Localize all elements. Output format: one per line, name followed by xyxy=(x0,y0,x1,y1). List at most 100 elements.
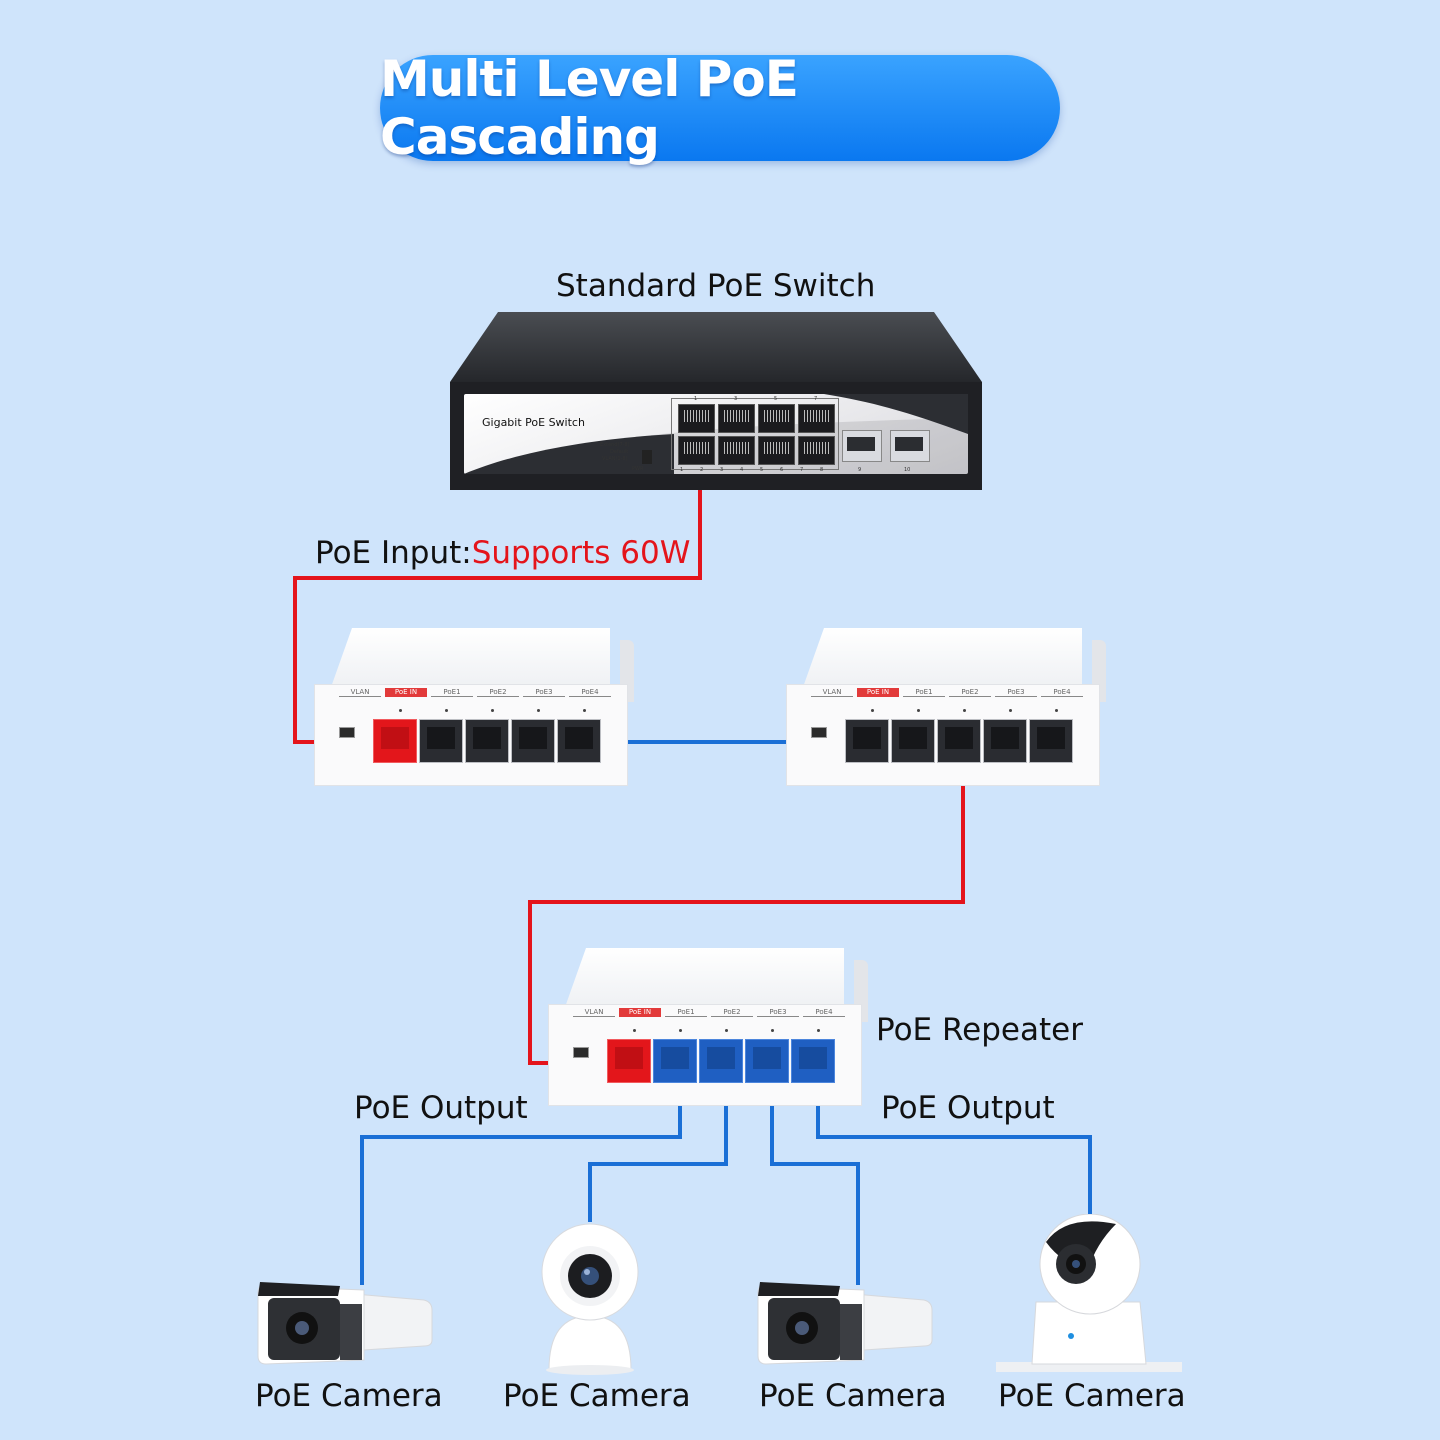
uplink-port-9[interactable] xyxy=(842,430,882,462)
poe-in-port[interactable] xyxy=(845,719,889,763)
poe3-port[interactable] xyxy=(983,719,1027,763)
label-poe2: PoE2 xyxy=(711,1008,753,1017)
poe-input-highlight: Supports 60W xyxy=(471,535,691,571)
poe1-port[interactable] xyxy=(653,1039,697,1083)
switch-label: Standard PoE Switch xyxy=(556,268,876,304)
label-vlan: VLAN xyxy=(339,688,381,697)
dome-camera-icon xyxy=(541,1223,639,1375)
led xyxy=(537,709,540,712)
led xyxy=(1009,709,1012,712)
bullet-camera-icon xyxy=(757,1282,933,1365)
repeater-port-labels: VLAN PoE IN PoE1 PoE2 PoE3 PoE4 xyxy=(339,688,611,697)
dip-label-extend: Extend(7-8) xyxy=(600,442,630,448)
switch-front: Gigabit PoE Switch Extend(7-8) Default V… xyxy=(450,382,982,490)
label-poe1: PoE1 xyxy=(903,688,945,697)
led xyxy=(771,1029,774,1032)
led xyxy=(583,709,586,712)
port-num-4: 4 xyxy=(740,467,744,473)
port-num-top-7: 7 xyxy=(814,396,818,402)
switch-port-2[interactable] xyxy=(678,436,715,465)
led xyxy=(817,1029,820,1032)
repeater-port-labels: VLAN PoE IN PoE1 PoE2 PoE3 PoE4 xyxy=(573,1008,845,1017)
label-poe4: PoE4 xyxy=(569,688,611,697)
repeater-front: VLAN PoE IN PoE1 PoE2 PoE3 PoE4 xyxy=(548,1004,862,1106)
poe-output-label-right: PoE Output xyxy=(881,1090,1055,1126)
poe-input-label: PoE Input:Supports 60W xyxy=(315,535,690,571)
port-frame xyxy=(671,398,839,470)
camera-label-3: PoE Camera xyxy=(759,1378,947,1414)
poe2-port[interactable] xyxy=(465,719,509,763)
standard-poe-switch: Gigabit PoE Switch Extend(7-8) Default V… xyxy=(450,312,982,490)
label-poe4: PoE4 xyxy=(1041,688,1083,697)
repeater-port-labels: VLAN PoE IN PoE1 PoE2 PoE3 PoE4 xyxy=(811,688,1083,697)
dip-label-vlan: VLAN(1-8) xyxy=(602,456,628,462)
vlan-switch[interactable] xyxy=(811,727,827,738)
repeater-top xyxy=(802,628,1082,690)
camera-label-4: PoE Camera xyxy=(998,1378,1186,1414)
poe-in-port[interactable] xyxy=(607,1039,651,1083)
uplink-num-10: 10 xyxy=(904,467,911,473)
port-num-top-5: 5 xyxy=(774,396,778,402)
switch-brand: Gigabit PoE Switch xyxy=(482,416,585,429)
led xyxy=(725,1029,728,1032)
poe4-port[interactable] xyxy=(791,1039,835,1083)
poe4-port[interactable] xyxy=(557,719,601,763)
switch-port-1[interactable] xyxy=(678,404,715,433)
page-title: Multi Level PoE Cascading xyxy=(380,50,799,166)
title-banner: Multi Level PoE Cascading xyxy=(380,50,1060,166)
repeater-top xyxy=(330,628,610,690)
led xyxy=(1055,709,1058,712)
switch-top xyxy=(450,312,982,382)
led xyxy=(491,709,494,712)
port-num-5: 5 xyxy=(760,467,764,473)
poe4-port[interactable] xyxy=(1029,719,1073,763)
label-poe-in: PoE IN xyxy=(385,688,427,697)
led xyxy=(963,709,966,712)
poe-output-label-left: PoE Output xyxy=(354,1090,528,1126)
label-poe4: PoE4 xyxy=(803,1008,845,1017)
bullet-camera-icon xyxy=(257,1282,433,1365)
port-num-1: 1 xyxy=(680,467,684,473)
label-vlan: VLAN xyxy=(811,688,853,697)
switch-port-3[interactable] xyxy=(718,404,755,433)
led xyxy=(679,1029,682,1032)
led xyxy=(917,709,920,712)
switch-port-6[interactable] xyxy=(758,436,795,465)
label-poe3: PoE3 xyxy=(995,688,1037,697)
switch-port-7[interactable] xyxy=(798,404,835,433)
output-line-4 xyxy=(816,1086,1092,1218)
uplink-port-10[interactable] xyxy=(890,430,930,462)
port-num-7: 7 xyxy=(800,467,804,473)
dip-label-default: Default xyxy=(610,449,629,455)
port-num-2: 2 xyxy=(700,467,704,473)
switch-panel: Gigabit PoE Switch Extend(7-8) Default V… xyxy=(464,394,968,474)
vlan-switch[interactable] xyxy=(573,1047,589,1058)
poe-repeater-2: VLAN PoE IN PoE1 PoE2 PoE3 PoE4 xyxy=(786,628,1106,786)
repeater-label: PoE Repeater xyxy=(876,1012,1083,1048)
label-vlan: VLAN xyxy=(573,1008,615,1017)
poe-in-port[interactable] xyxy=(373,719,417,763)
led xyxy=(871,709,874,712)
switch-port-8[interactable] xyxy=(798,436,835,465)
dip-switch[interactable] xyxy=(642,450,652,464)
poe1-port[interactable] xyxy=(891,719,935,763)
poe2-port[interactable] xyxy=(699,1039,743,1083)
poe1-port[interactable] xyxy=(419,719,463,763)
poe-input-prefix: PoE Input: xyxy=(315,535,472,571)
led xyxy=(633,1029,636,1032)
label-poe-in: PoE IN xyxy=(619,1008,661,1017)
label-poe-in: PoE IN xyxy=(857,688,899,697)
led xyxy=(445,709,448,712)
poe3-port[interactable] xyxy=(511,719,555,763)
port-num-3: 3 xyxy=(720,467,724,473)
switch-port-4[interactable] xyxy=(718,436,755,465)
vlan-switch[interactable] xyxy=(339,727,355,738)
poe3-port[interactable] xyxy=(745,1039,789,1083)
output-line-3 xyxy=(770,1086,860,1285)
poe2-port[interactable] xyxy=(937,719,981,763)
repeater-front: VLAN PoE IN PoE1 PoE2 PoE3 PoE4 xyxy=(786,684,1100,786)
poe-repeater-3: VLAN PoE IN PoE1 PoE2 PoE3 PoE4 xyxy=(548,948,868,1106)
label-poe1: PoE1 xyxy=(431,688,473,697)
switch-port-5[interactable] xyxy=(758,404,795,433)
led xyxy=(399,709,402,712)
